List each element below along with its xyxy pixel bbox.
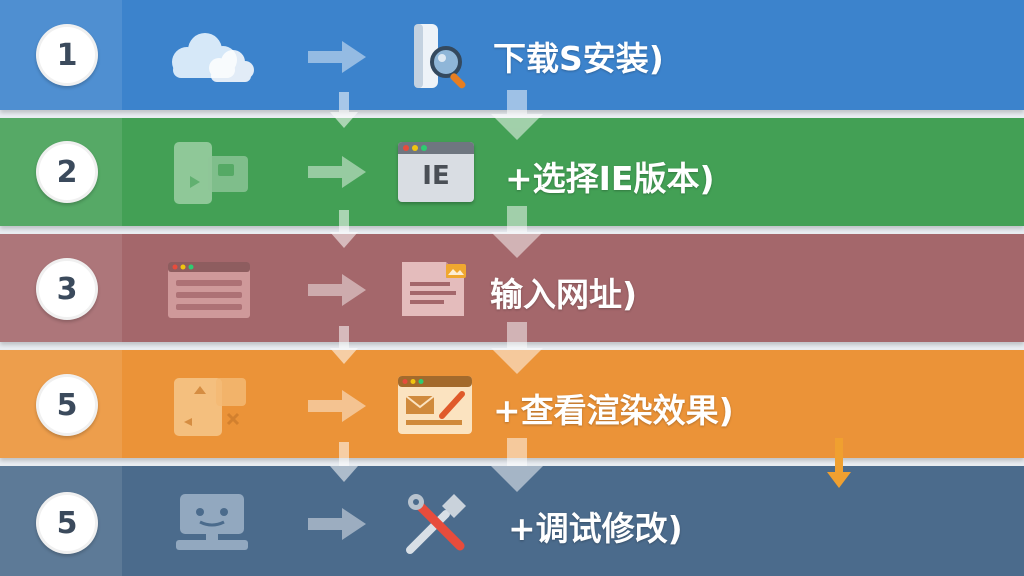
browser-edit-icon [398,376,472,434]
monitor-face-icon [176,494,248,550]
ie-badge: IE [422,161,450,191]
window-dot [421,145,427,151]
step-band-1: 1 下载S安装) [0,0,1024,110]
step-band-3: 3 输入网址) [0,234,1024,342]
browser-title-bar [398,142,474,154]
step-number-4: 5 [36,374,98,436]
search-magnifier-icon [414,24,466,89]
cloud-icon [172,33,254,82]
step-label-4: +查看渲染效果) [493,391,734,430]
browser-list-icon [168,262,250,318]
arrow-right-icon [308,274,366,306]
step-label-5: +调试修改) [508,509,683,548]
arrow-right-icon [308,156,366,188]
step-number-5: 5 [36,492,98,554]
step-number-1: 1 [36,24,98,86]
document-icon [402,262,466,316]
file-pieces-icon [174,378,246,436]
step-label-3: 输入网址) [490,275,638,314]
tools-icon [406,494,466,554]
step-number-3: 3 [36,258,98,320]
window-dot [412,145,418,151]
device-panel-icon [174,142,248,204]
step-band-4: 5 +查看渲染效果) [0,350,1024,458]
step-label-1: 下载S安装) [493,39,664,78]
step-band-5: 5 +调试修改) [0,466,1024,576]
step-number-2: 2 [36,141,98,203]
arrow-right-icon [308,390,366,422]
browser-window-icon: IE [398,142,474,202]
step-label-2: +选择IE版本) [505,159,715,198]
arrow-right-icon [308,508,366,540]
arrow-right-icon [308,41,366,73]
window-dot [403,145,409,151]
step-band-2: 2 IE +选择IE版本) [0,118,1024,226]
